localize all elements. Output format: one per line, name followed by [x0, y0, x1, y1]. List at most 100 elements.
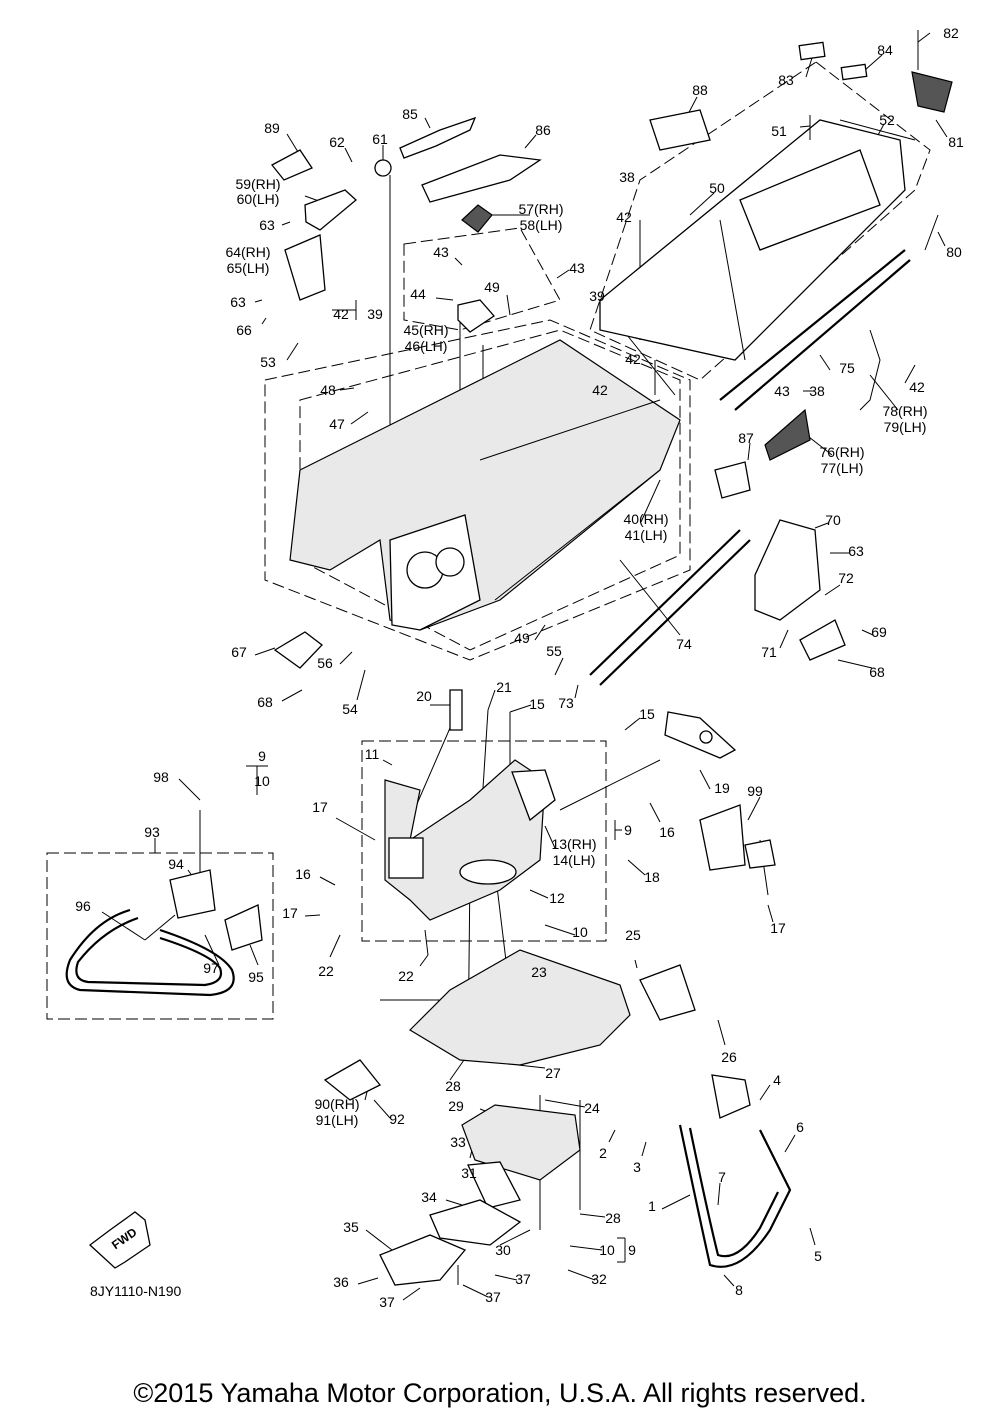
callout-label: 47 [329, 416, 345, 432]
callout-label: 81 [948, 134, 964, 150]
callout-label: 7 [718, 1169, 726, 1185]
callout-label: 62 [329, 134, 345, 150]
callout-label: 64(RH) [225, 244, 270, 260]
callout-label: 92 [389, 1111, 405, 1127]
callout-label: 42 [625, 351, 641, 367]
plate-99 [699, 804, 746, 871]
callout-label: 60(LH) [237, 191, 280, 207]
callout-label: 52 [879, 112, 895, 128]
callout-label: 98 [153, 769, 169, 785]
callout-label: 45(RH) [403, 322, 448, 338]
callout-label: 20 [416, 688, 432, 704]
callout-label: 28 [445, 1078, 461, 1094]
callout-label: 80 [946, 244, 962, 260]
bumper-96 [65, 908, 235, 997]
shaft-74 [589, 529, 741, 676]
callout-label: 17 [312, 799, 328, 815]
callout-label: 42 [592, 382, 608, 398]
callout-label: 51 [771, 123, 787, 139]
callout-label: 16 [659, 824, 675, 840]
callout-label: 73 [558, 695, 574, 711]
callout-label: 21 [496, 679, 512, 695]
callout-label: 63 [848, 543, 864, 559]
callout-label: 1 [648, 1198, 656, 1214]
callout-label: 65(LH) [227, 260, 270, 276]
callout-label: 37 [515, 1271, 531, 1287]
front-bumper-1 [678, 1124, 792, 1268]
callout-label: 43 [569, 260, 585, 276]
callout-label: 22 [398, 968, 414, 984]
callout-label: 10 [599, 1242, 615, 1258]
callout-label: 85 [402, 106, 418, 122]
callout-label: 89 [264, 120, 280, 136]
callout-label: 87 [738, 430, 754, 446]
callout-label: 2 [599, 1145, 607, 1161]
callout-label: 37 [485, 1289, 501, 1305]
callout-label: 16 [295, 866, 311, 882]
callout-label: 88 [692, 82, 708, 98]
callout-label: 97 [203, 960, 219, 976]
callout-label: 43 [433, 244, 449, 260]
callout-label: 17 [282, 905, 298, 921]
callout-label: 31 [461, 1165, 477, 1181]
callout-label: 23 [531, 964, 547, 980]
callout-label: 66 [236, 322, 252, 338]
callout-label: 74 [676, 636, 692, 652]
callout-label: 59(RH) [235, 176, 280, 192]
callout-label: 32 [591, 1271, 607, 1287]
callout-label: 39 [367, 306, 383, 322]
callout-label: 56 [317, 655, 333, 671]
callout-label: 99 [747, 783, 763, 799]
callout-label: 95 [248, 969, 264, 985]
callout-label: 86 [535, 122, 551, 138]
copyright-notice: ©2015 Yamaha Motor Corporation, U.S.A. A… [133, 1378, 867, 1408]
callout-label: 55 [546, 643, 562, 659]
callout-label: 24 [584, 1100, 600, 1116]
callout-label: 42 [909, 379, 925, 395]
callout-label: 90(RH) [314, 1096, 359, 1112]
callout-label: 33 [450, 1134, 466, 1150]
callout-label: 54 [342, 701, 358, 717]
callout-label: 36 [333, 1274, 349, 1290]
callout-label: 57(RH) [518, 201, 563, 217]
callout-label: 12 [549, 890, 565, 906]
front-frame-23 [409, 949, 631, 1066]
stay-86 [421, 154, 542, 203]
callout-label: 29 [448, 1098, 464, 1114]
part-shapes [65, 30, 953, 1286]
callout-label: 38 [619, 169, 635, 185]
callout-label: 83 [778, 72, 794, 88]
callout-label: 5 [814, 1248, 822, 1264]
callout-label: 3 [633, 1159, 641, 1175]
callout-label: 42 [616, 209, 632, 225]
main-frame-39 [289, 339, 681, 631]
callout-label: 9 [628, 1242, 636, 1258]
callout-label: 63 [230, 294, 246, 310]
callout-label: 44 [410, 286, 426, 302]
callout-label: 37 [379, 1294, 395, 1310]
callout-label: 69 [871, 624, 887, 640]
callout-label: 35 [343, 1219, 359, 1235]
skid-plate-29 [461, 1104, 581, 1181]
callout-label: 9 [624, 822, 632, 838]
callout-label: 71 [761, 644, 777, 660]
callout-label: 14(LH) [553, 852, 596, 868]
callout-label: 61 [372, 131, 388, 147]
callout-label: 79(LH) [884, 419, 927, 435]
callout-label: 93 [144, 824, 160, 840]
callout-label: 27 [545, 1065, 561, 1081]
callout-label: 10 [254, 773, 270, 789]
callout-label: 84 [877, 42, 893, 58]
callout-label: 68 [257, 694, 273, 710]
callout-label: 39 [589, 288, 605, 304]
callout-label: 6 [796, 1119, 804, 1135]
callout-label: 13(RH) [551, 836, 596, 852]
rear-bracket-81 [911, 71, 953, 113]
callout-label: 46(LH) [405, 338, 448, 354]
callout-label: 70 [825, 512, 841, 528]
callout-label: 18 [644, 869, 660, 885]
callout-label: 48 [320, 382, 336, 398]
callout-label: 22 [318, 963, 334, 979]
